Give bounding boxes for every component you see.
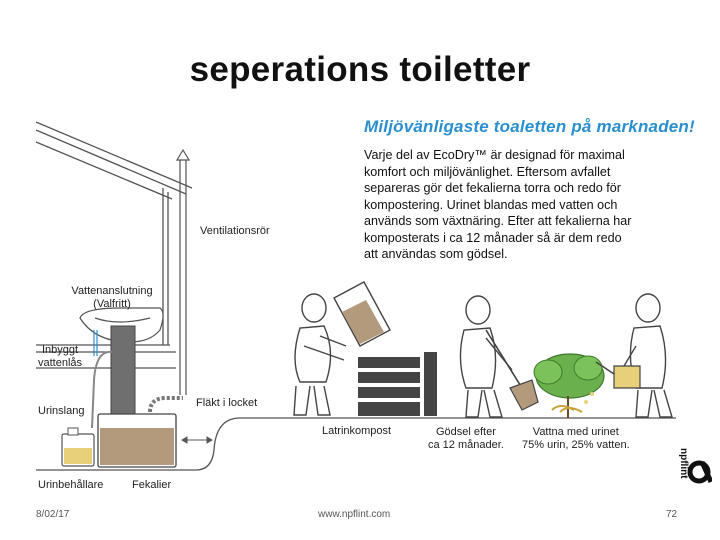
paragraph-line: kompostering. Urinet blandas med vatten … [364, 197, 618, 212]
label-watering-line: 75% urin, 25% vatten. [522, 439, 630, 451]
shovel [485, 329, 539, 411]
wall [162, 188, 169, 345]
npflint-logo: npflint [678, 448, 712, 484]
paragraph-line: Varje del av EcoDry™ är designad för max… [364, 148, 625, 162]
logo-text: npflint [678, 448, 689, 479]
ventilation-pipe [175, 148, 191, 395]
label-water-trap-line: Inbyggt [41, 344, 79, 356]
fan-duct [148, 396, 183, 413]
toilet-column [110, 325, 136, 423]
watering-can [584, 361, 641, 404]
compost-bin [358, 352, 437, 416]
person-watering [623, 293, 673, 418]
label-urine-hose: Urinslang [38, 405, 85, 417]
paragraph-line: används som växtnäring. Efter att fekali… [364, 214, 632, 228]
paragraph-line: komfort och miljövänlighet. Eftersom avf… [364, 164, 611, 179]
paragraph-line: att användas som gödsel. [364, 247, 508, 261]
paragraph-line: komposterats i ca 12 månader så är dem r… [364, 230, 622, 245]
footer-url: www.npflint.com [318, 509, 391, 520]
label-watering-line: Vattna med urinet [532, 426, 619, 438]
footer-date: 8/02/17 [36, 509, 70, 520]
footer-page-number: 72 [666, 509, 678, 520]
label-water-trap: Inbyggt vattenlås [38, 344, 82, 370]
label-latrine-compost: Latrinkompost [322, 425, 392, 437]
label-feces: Fekalier [132, 479, 172, 491]
infographic-headline: Miljövänligaste toaletten på marknaden! [364, 117, 695, 136]
label-fertilizer: Gödsel efter ca 12 månader. [428, 426, 504, 452]
double-arrow [181, 436, 213, 444]
label-water-connection: Vattenanslutning (Valfritt) [64, 285, 160, 311]
plant [533, 353, 605, 418]
compost-bucket [333, 281, 391, 347]
urine-container [61, 427, 95, 467]
water-pipe [93, 330, 98, 356]
label-fertilizer-line: Gödsel efter [435, 426, 496, 438]
person-shoveling [459, 295, 513, 418]
person-pouring-compost [293, 293, 347, 416]
label-urine-container: Urinbehållare [38, 479, 104, 491]
label-water-trap-line: vattenlås [38, 357, 83, 369]
feces-container [97, 413, 177, 468]
urine-hose [91, 350, 113, 429]
infographic-paragraph: Varje del av EcoDry™ är designad för max… [364, 147, 664, 263]
label-water-connection-line: (Valfritt) [93, 298, 131, 310]
label-water-connection-line: Vattenanslutning [71, 285, 153, 297]
label-fan: Fläkt i locket [196, 397, 258, 409]
label-watering: Vattna med urinet 75% urin, 25% vatten. [522, 426, 630, 452]
label-fertilizer-line: ca 12 månader. [428, 439, 504, 451]
ground-line [36, 417, 676, 471]
roof [35, 121, 193, 200]
paragraph-line: separeras gör det fekalierna torra och r… [364, 181, 621, 195]
label-ventilation: Ventilationsrör [200, 225, 270, 237]
slide-title: seperations toiletter [189, 50, 531, 89]
